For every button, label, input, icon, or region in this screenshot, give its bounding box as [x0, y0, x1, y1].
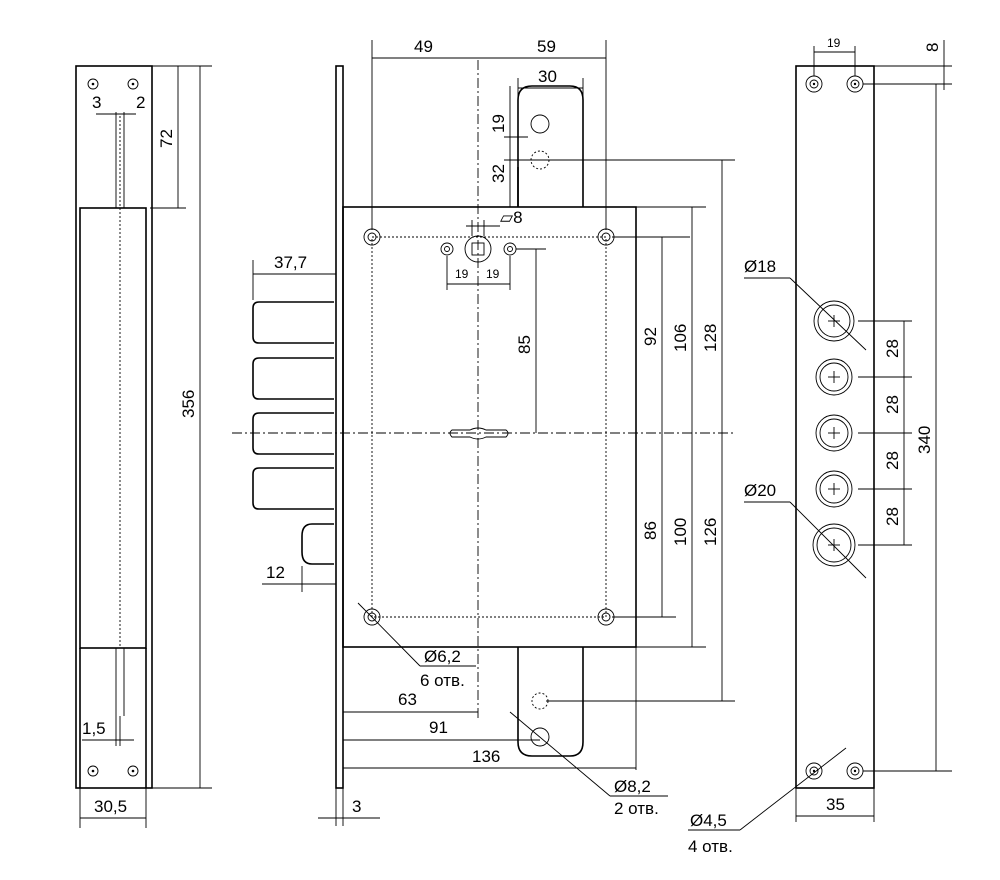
mounting-hole-icon [363, 608, 381, 626]
front-lock-view: 49 59 30 19 32 ▱8 19 19 37,7 85 [232, 37, 735, 826]
dim-85: 85 [515, 335, 534, 354]
spindle-icon [440, 235, 517, 263]
dim-3: 3 [92, 93, 101, 112]
latch-opening-icon [812, 523, 856, 567]
bolt-opening-icon [815, 470, 853, 508]
dim-35: 35 [826, 795, 845, 814]
lock-body [342, 206, 637, 648]
dia-20: Ø20 [744, 481, 776, 500]
dia-18: Ø18 [744, 257, 776, 276]
dim-28-1: 28 [883, 339, 902, 358]
dim-19-strike: 19 [489, 114, 508, 133]
dim-12: 12 [266, 563, 285, 582]
bolt-opening-icon [815, 358, 853, 396]
keyhole-icon [449, 427, 509, 440]
dim-106: 106 [671, 324, 690, 352]
strike-hole-hidden-icon [531, 692, 549, 710]
faceplate-front-outline [795, 65, 875, 789]
dim-59: 59 [537, 37, 556, 56]
dim-100: 100 [671, 518, 690, 546]
faceplate-outline [75, 65, 153, 789]
dim-37-7: 37,7 [274, 253, 307, 272]
dim-356: 356 [179, 390, 198, 418]
strike-hole-icon [530, 727, 550, 747]
dim-2: 2 [136, 93, 145, 112]
side-faceplate-view: 3 2 72 356 1,5 30,5 [75, 65, 212, 828]
dim-49: 49 [414, 37, 433, 56]
bolt [252, 357, 334, 400]
strike-plate-bottom [517, 647, 584, 757]
front-faceplate-view: 19 8 Ø18 Ø20 28 28 28 28 340 35 [688, 36, 952, 856]
screw-hole-icon [846, 762, 864, 780]
dim-92: 92 [641, 327, 660, 346]
lock-body-side [79, 207, 147, 649]
bolt-opening-icon [815, 414, 853, 452]
dim-86: 86 [641, 521, 660, 540]
hole-dia-4-5: Ø4,5 [690, 811, 727, 830]
bolt [252, 301, 334, 344]
screw-hole-icon [805, 762, 823, 780]
dim-91: 91 [429, 718, 448, 737]
hole-count-2: 2 отв. [614, 799, 659, 818]
screw-hole-icon [127, 765, 139, 777]
screw-hole-icon [846, 75, 864, 93]
dim-63: 63 [398, 690, 417, 709]
dim-3-faceplate: 3 [352, 797, 361, 816]
hole-dia-8-2: Ø8,2 [614, 777, 651, 796]
dim-32: 32 [489, 164, 508, 183]
strike-hole-icon [530, 114, 550, 134]
dim-28-3: 28 [883, 451, 902, 470]
screw-hole-icon [87, 765, 99, 777]
faceplate-edge [335, 65, 344, 789]
dim-340: 340 [915, 426, 934, 454]
bolt [252, 412, 334, 455]
dim-19-right: 19 [486, 267, 500, 281]
hole-dia-6-2: Ø6,2 [424, 647, 461, 666]
dim-30: 30 [538, 67, 557, 86]
dim-19-top: 19 [827, 36, 841, 50]
dim-136: 136 [472, 747, 500, 766]
bolt [252, 467, 334, 510]
strike-plate-top [517, 85, 584, 207]
dim-28-4: 28 [883, 507, 902, 526]
screw-hole-icon [127, 78, 139, 90]
latch [301, 523, 334, 565]
hole-count-6: 6 отв. [420, 671, 465, 690]
dim-28-2: 28 [883, 395, 902, 414]
screw-hole-icon [805, 75, 823, 93]
dim-19-left: 19 [455, 267, 469, 281]
hole-count-4: 4 отв. [688, 837, 733, 856]
dim-30-5: 30,5 [94, 797, 127, 816]
dim-1-5: 1,5 [82, 719, 106, 738]
screw-hole-icon [87, 78, 99, 90]
dim-126: 126 [701, 518, 720, 546]
dim-128: 128 [701, 324, 720, 352]
dim-72: 72 [157, 129, 176, 148]
bolt-opening-icon [813, 300, 855, 342]
dim-8-top: 8 [923, 43, 942, 52]
dim-square-8: ▱8 [500, 208, 523, 227]
